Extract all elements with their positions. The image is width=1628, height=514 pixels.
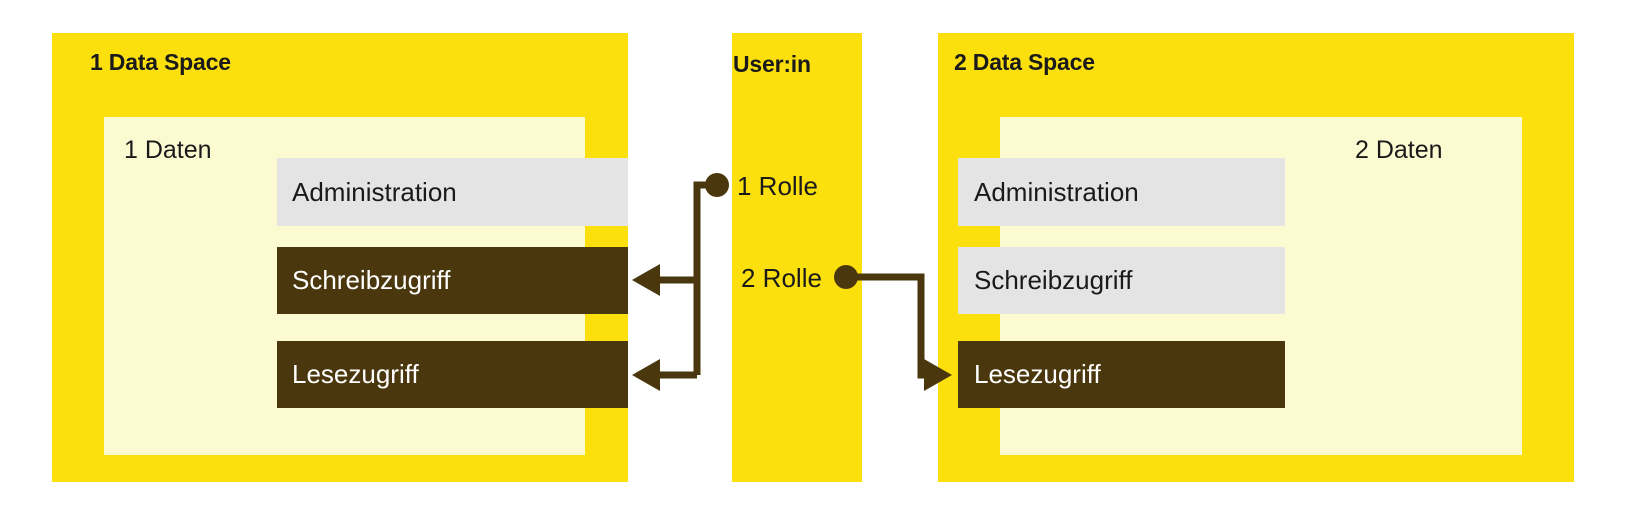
data-space-1-data-label: 1 Daten [124, 136, 212, 164]
item-label: Lesezugriff [974, 359, 1101, 389]
data-space-2-item-lesezugriff[interactable]: Lesezugriff [958, 341, 1285, 408]
data-space-1-item-schreibzugriff[interactable]: Schreibzugriff [277, 247, 628, 314]
data-space-2-data-label: 2 Daten [1355, 136, 1443, 164]
user-column-panel [732, 33, 862, 482]
role-2-label: 2 Rolle [741, 263, 822, 293]
data-space-2-title: 2 Data Space [954, 49, 1095, 75]
connector-role2-trunk [846, 273, 925, 379]
data-space-1-item-administration[interactable]: Administration [277, 158, 628, 226]
item-label: Administration [974, 176, 1139, 207]
item-label: Administration [292, 176, 457, 207]
item-label: Schreibzugriff [292, 265, 451, 295]
data-space-1-item-lesezugriff[interactable]: Lesezugriff [277, 341, 628, 408]
data-space-2-item-schreibzugriff[interactable]: Schreibzugriff [958, 247, 1285, 314]
connector-role1-to-space1 [632, 181, 717, 391]
user-column-title: User:in [733, 51, 811, 77]
arrowhead-left-lesezugriff [632, 359, 660, 391]
role-1-label: 1 Rolle [737, 171, 818, 201]
arrowhead-right-lesezugriff [924, 359, 952, 391]
connector-role1-trunk [693, 181, 717, 375]
item-label: Schreibzugriff [974, 265, 1133, 295]
connector-role2-to-space2 [846, 273, 952, 391]
data-space-1-title: 1 Data Space [90, 49, 231, 75]
data-space-2-item-administration[interactable]: Administration [958, 158, 1285, 226]
arrowhead-left-schreibzugriff [632, 264, 660, 296]
item-label: Lesezugriff [292, 359, 419, 389]
